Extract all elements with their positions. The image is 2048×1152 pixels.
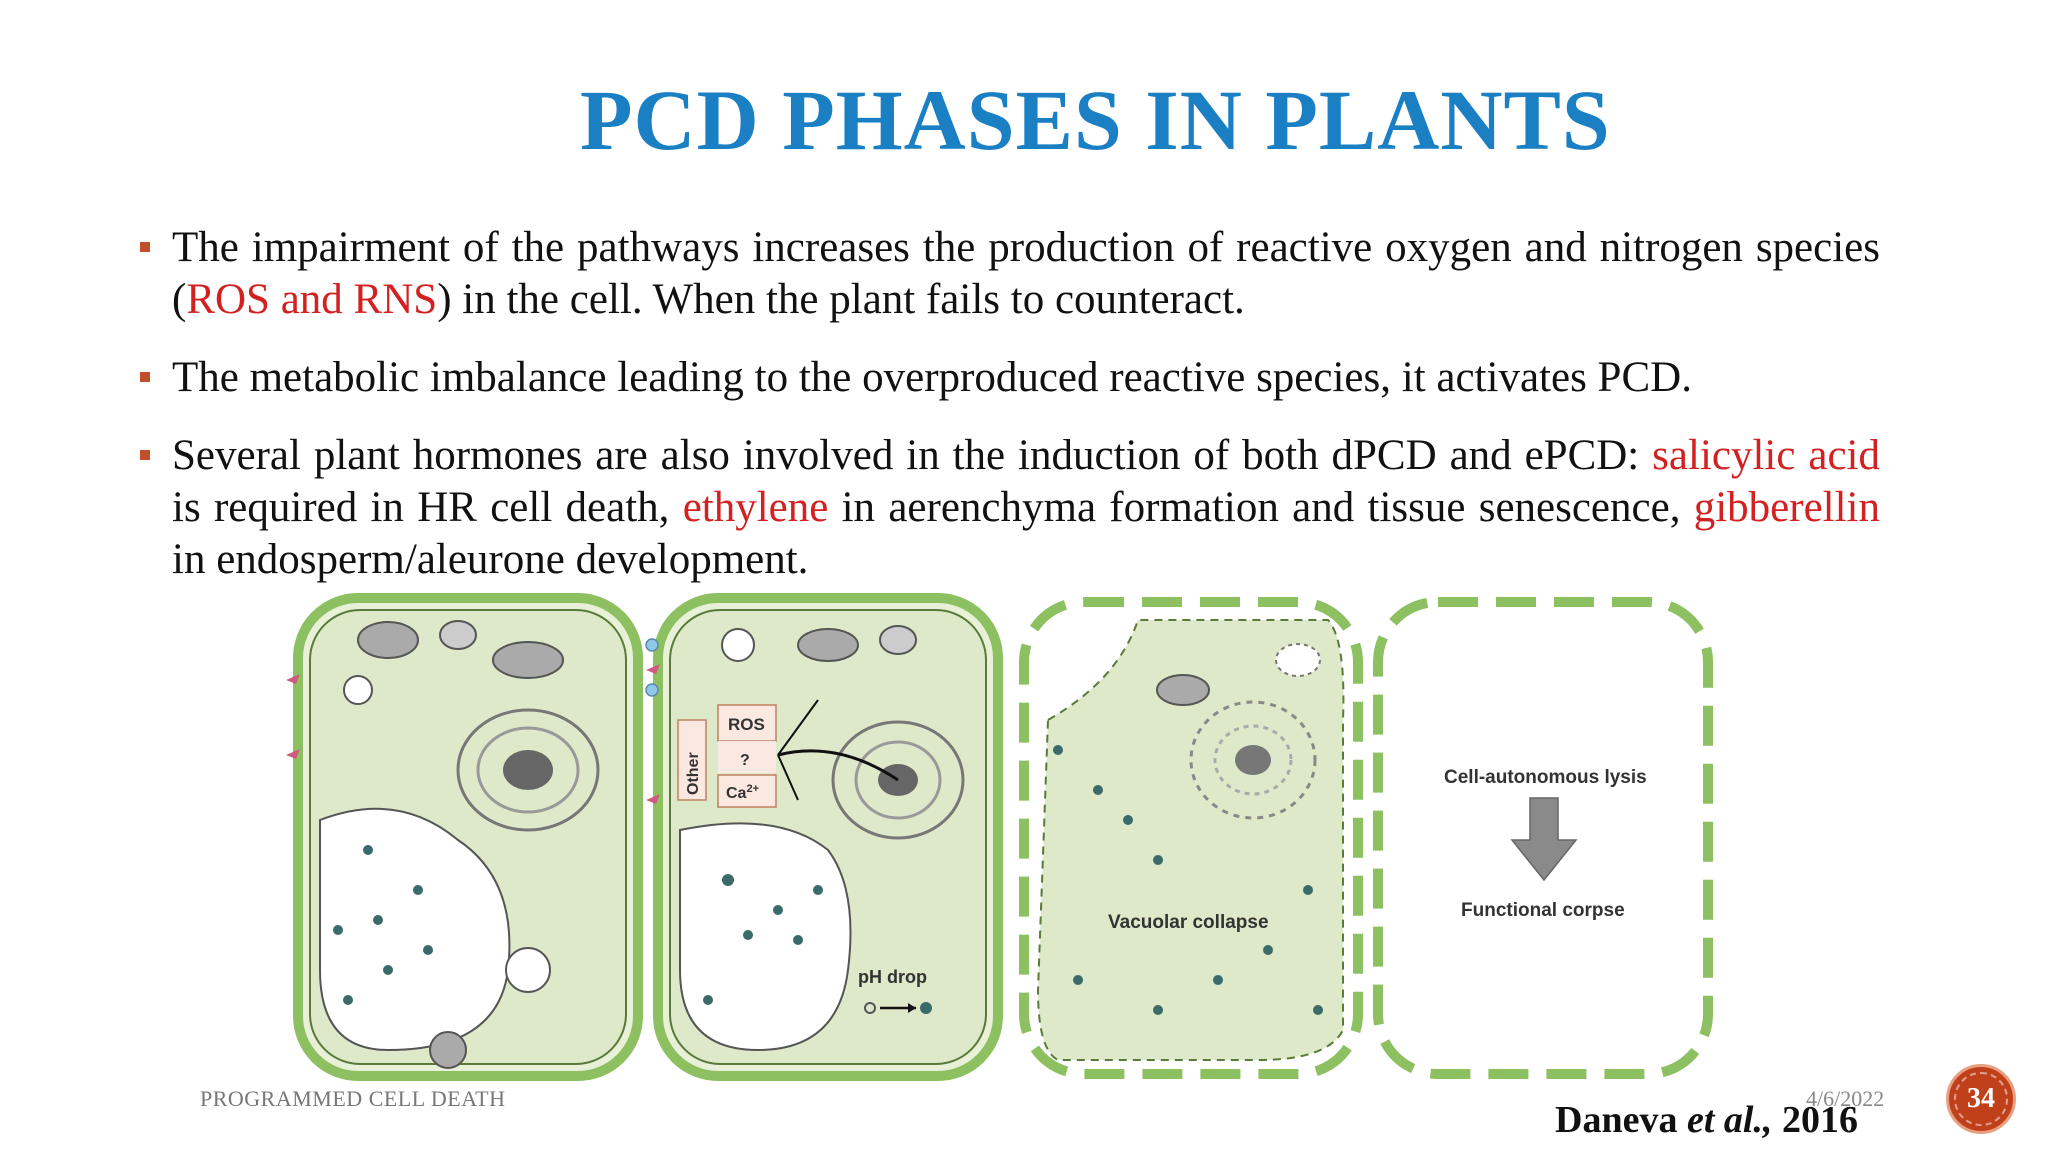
footer-title: PROGRAMMED CELL DEATH	[200, 1086, 506, 1111]
footer-date: 4/6/2022	[1806, 1086, 1885, 1111]
bullet-square-icon	[140, 372, 150, 382]
bullet-text: ) in the cell. When the plant fails to c…	[437, 276, 1245, 323]
other-label-box	[677, 719, 707, 801]
ph-drop-label: pH drop	[858, 967, 927, 987]
other-label: Other	[685, 752, 702, 795]
bullet-item: The metabolic imbalance leading to the o…	[140, 352, 1880, 404]
bullet-text: is required in HR cell death,	[172, 484, 683, 531]
cell-2-signalling: Other ROS ? Ca2+ pH drop	[645, 593, 1003, 1081]
bullet-text: in endosperm/aleurone development.	[172, 536, 809, 583]
bullet-text: Several plant hormones are also involved…	[172, 432, 1653, 479]
cell-1-healthy	[286, 593, 643, 1081]
cell-4-functional-corpse: Cell-autonomous lysis Functional corpse	[1373, 597, 1713, 1079]
mitochondrion-icon	[357, 621, 419, 659]
highlight-ethylene: ethylene	[682, 484, 829, 531]
lysis-label: Cell-autonomous lysis	[1444, 767, 1647, 788]
cell-3-vacuolar-collapse: Vacuolar collapse	[1019, 597, 1363, 1079]
bullet-item: Several plant hormones are also involved…	[140, 430, 1880, 586]
vacuolar-collapse-label: Vacuolar collapse	[1108, 912, 1269, 933]
down-arrow-icon	[1510, 797, 1578, 882]
highlight-gibberellin: gibberellin	[1693, 484, 1880, 531]
vacuole	[679, 822, 852, 1052]
citation: Daneva et al., 2016	[1555, 1099, 1858, 1141]
pcd-phases-figure: Other ROS ? Ca2+ pH drop	[286, 593, 1713, 1081]
bullet-list: The impairment of the pathways increases…	[140, 222, 1880, 612]
ros-label: ROS	[728, 715, 765, 734]
highlight-ros-rns: ROS and RNS	[186, 276, 438, 323]
bullet-text: The metabolic imbalance leading to the o…	[172, 354, 1692, 401]
signal-arrow	[777, 749, 899, 782]
question-label: ?	[740, 752, 750, 769]
bullet-square-icon	[140, 242, 150, 252]
corpse-label: Functional corpse	[1461, 900, 1625, 921]
nucleus-icon	[456, 708, 600, 832]
bullet-text: in aerenchyma formation and tissue senes…	[828, 484, 1694, 531]
bullet-text: The impairment of the pathways increases…	[172, 224, 1880, 323]
nucleus-icon	[831, 720, 965, 840]
bullet-square-icon	[140, 450, 150, 460]
bullet-item: The impairment of the pathways increases…	[140, 222, 1880, 326]
highlight-salicylic-acid: salicylic acid	[1652, 432, 1880, 479]
page-number-badge: 34	[1946, 1064, 2016, 1134]
nucleus-icon	[1189, 700, 1317, 820]
chloroplast-icon	[492, 641, 564, 679]
calcium-label: Ca2+	[726, 783, 759, 802]
slide-title: PCD PHASES IN PLANTS	[580, 72, 1611, 168]
